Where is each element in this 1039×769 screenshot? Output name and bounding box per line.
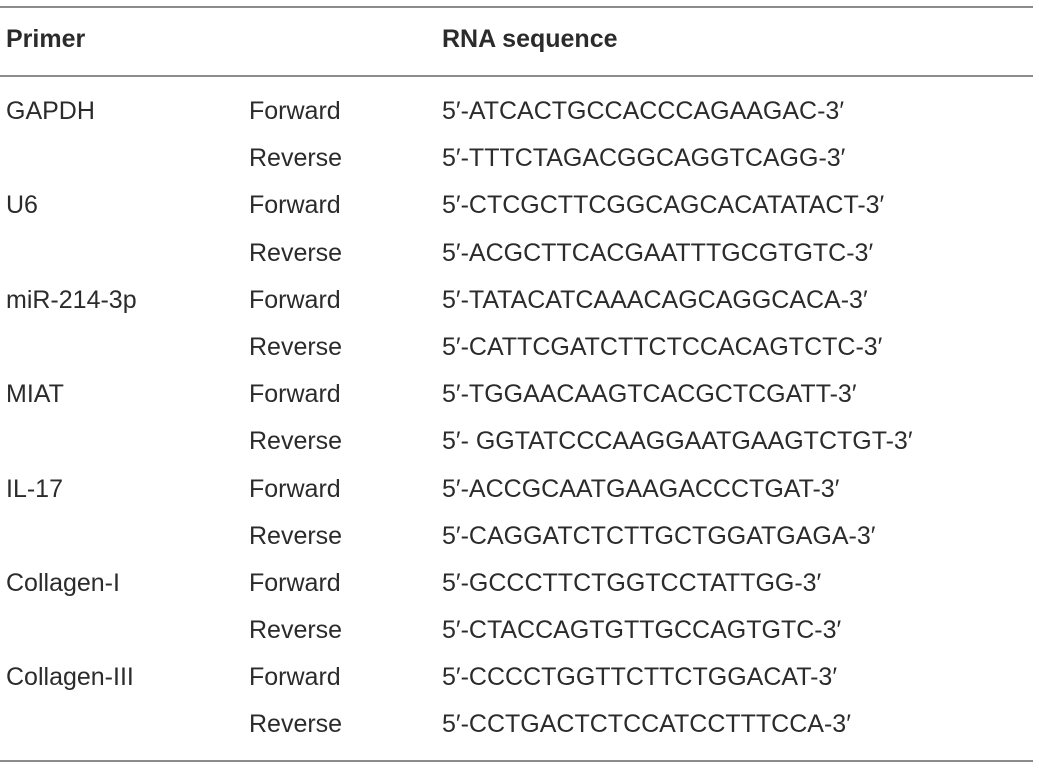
- primer-name-cell: GAPDH: [6, 97, 95, 125]
- header-rna-sequence: RNA sequence: [442, 25, 618, 53]
- table-top-rule: [0, 6, 1033, 8]
- sequence-cell: 5′-CCTGACTCTCCATCCTTTCCA-3′: [442, 710, 851, 739]
- table-body: GAPDH Forward 5′-ATCACTGCCACCCAGAAGAC-3′…: [0, 88, 1033, 749]
- table-row: U6 Forward 5′-CTCGCTTCGGCAGCACATATACT-3′: [0, 182, 1033, 229]
- sequence-cell: 5′-ATCACTGCCACCCAGAAGAC-3′: [442, 97, 845, 125]
- table-row: Reverse 5′- GGTATCCCAAGGAATGAAGTCTGT-3′: [0, 418, 1033, 465]
- sequence-cell: 5′-GCCCTTCTGGTCCTATTGG-3′: [442, 568, 822, 597]
- primer-name-cell: U6: [6, 191, 38, 220]
- direction-cell: Forward: [249, 663, 341, 692]
- sequence-cell: 5′-ACCGCAATGAAGACCCTGAT-3′: [442, 474, 840, 503]
- primer-name-cell: Collagen-III: [6, 663, 134, 692]
- direction-cell: Forward: [249, 568, 341, 597]
- table-row: Collagen-I Forward 5′-GCCCTTCTGGTCCTATTG…: [0, 560, 1033, 607]
- table-row: miR-214-3p Forward 5′-TATACATCAAACAGCAGG…: [0, 277, 1033, 324]
- direction-cell: Forward: [249, 380, 341, 409]
- direction-cell: Reverse: [249, 521, 343, 550]
- direction-cell: Reverse: [249, 710, 343, 739]
- table-header-row: Primer RNA sequence: [0, 25, 1033, 59]
- sequence-cell: 5′-CAGGATCTCTTGCTGGATGAGA-3′: [442, 521, 876, 550]
- sequence-cell: 5′-TTTCTAGACGGCAGGTCAGG-3′: [442, 144, 846, 173]
- direction-cell: Forward: [249, 191, 341, 220]
- sequence-cell: 5′-CTCGCTTCGGCAGCACATATACT-3′: [442, 191, 885, 220]
- sequence-cell: 5′-TGGAACAAGTCACGCTCGATT-3′: [442, 380, 857, 409]
- direction-cell: Forward: [249, 285, 341, 314]
- primer-name-cell: MIAT: [6, 380, 64, 409]
- table-row: Reverse 5′-CCTGACTCTCCATCCTTTCCA-3′: [0, 701, 1033, 748]
- table-row: Reverse 5′-CTACCAGTGTTGCCAGTGTC-3′: [0, 607, 1033, 654]
- table-row: IL-17 Forward 5′-ACCGCAATGAAGACCCTGAT-3′: [0, 466, 1033, 513]
- direction-cell: Forward: [249, 474, 341, 503]
- sequence-cell: 5′- GGTATCCCAAGGAATGAAGTCTGT-3′: [442, 427, 913, 456]
- sequence-cell: 5′-TATACATCAAACAGCAGGCACA-3′: [442, 285, 868, 314]
- table-row: Reverse 5′-TTTCTAGACGGCAGGTCAGG-3′: [0, 135, 1033, 182]
- primer-name-cell: miR-214-3p: [6, 285, 137, 314]
- primer-name-cell: IL-17: [6, 474, 63, 503]
- direction-cell: Reverse: [249, 238, 343, 267]
- sequence-cell: 5′-CATTCGATCTTCTCCACAGTCTC-3′: [442, 332, 883, 361]
- sequence-cell: 5′-CCCCTGGTTCTTCTGGACAT-3′: [442, 663, 838, 692]
- header-primer: Primer: [6, 25, 86, 53]
- primer-name-cell: Collagen-I: [6, 568, 120, 597]
- sequence-cell: 5′-ACGCTTCACGAATTTGCGTGTC-3′: [442, 238, 874, 267]
- direction-cell: Reverse: [249, 427, 343, 456]
- table-row: Reverse 5′-CATTCGATCTTCTCCACAGTCTC-3′: [0, 324, 1033, 371]
- table-row: MIAT Forward 5′-TGGAACAAGTCACGCTCGATT-3′: [0, 371, 1033, 418]
- direction-cell: Forward: [249, 97, 341, 125]
- direction-cell: Reverse: [249, 144, 343, 173]
- table-row: GAPDH Forward 5′-ATCACTGCCACCCAGAAGAC-3′: [0, 88, 1033, 135]
- table-bottom-rule: [0, 760, 1033, 762]
- table-row: Reverse 5′-CAGGATCTCTTGCTGGATGAGA-3′: [0, 513, 1033, 560]
- table-row: Collagen-III Forward 5′-CCCCTGGTTCTTCTGG…: [0, 654, 1033, 701]
- direction-cell: Reverse: [249, 616, 343, 645]
- table-row: Reverse 5′-ACGCTTCACGAATTTGCGTGTC-3′: [0, 230, 1033, 277]
- direction-cell: Reverse: [249, 332, 343, 361]
- table-header-rule: [0, 75, 1033, 77]
- sequence-cell: 5′-CTACCAGTGTTGCCAGTGTC-3′: [442, 616, 842, 645]
